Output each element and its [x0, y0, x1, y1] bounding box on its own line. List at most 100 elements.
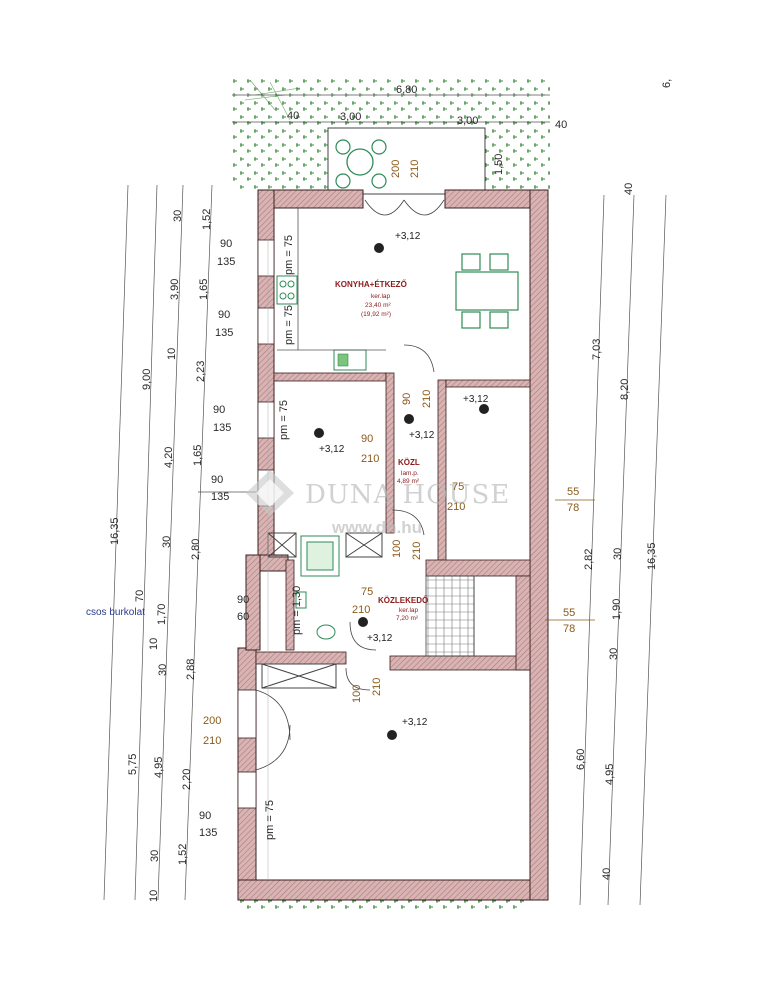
door-terrace-w: 200: [390, 160, 402, 178]
parapet-2: pm = 75: [283, 305, 295, 345]
dim-lo-c: 10: [148, 890, 160, 902]
w4-w: 90: [211, 474, 223, 486]
kitchen-name: KONYHA+ÉTKEZŐ: [335, 280, 407, 289]
level-markers: [314, 243, 489, 740]
level-corridor: +3,12: [367, 633, 393, 644]
door-right2-w: 55: [563, 607, 575, 619]
dim-lm-b: 3,90: [169, 279, 181, 300]
dim-rm-b: 8,20: [619, 379, 631, 400]
dim-li-d: 1,65: [192, 445, 204, 466]
door-living-h: 210: [371, 678, 383, 696]
w6-h: 135: [199, 827, 217, 839]
dim-top-wall-r: 40: [555, 119, 567, 131]
dim-ri-c: 6,60: [575, 749, 587, 770]
w1-w: 90: [220, 238, 232, 250]
door-left-w: 200: [203, 715, 221, 727]
door-terrace-h: 210: [409, 160, 421, 178]
dim-terrace: 1,50: [493, 154, 505, 175]
right-dims: 16,35 6, 40 8,20 30 1,90 30 4,95 40 7,03…: [575, 79, 673, 880]
door-hr2-w: 75: [452, 481, 464, 493]
level-texts: +3,12 +3,12 +3,12 +3,12 +3,12 +3,12: [319, 231, 489, 728]
hall-area: 4,89 m²: [397, 478, 420, 485]
kitchen-area-net: (19,92 m²): [361, 311, 391, 318]
door-hb-h: 210: [411, 542, 423, 560]
door-room1-w: 90: [361, 433, 373, 445]
dim-rm-c: 30: [612, 548, 624, 560]
dim-ro-total: 16,35: [646, 542, 658, 570]
door-right1-h: 78: [567, 502, 579, 514]
parapet-labels: pm = 75 pm = 75 pm = 75 pm = 1,30 pm = 7…: [264, 235, 303, 840]
dim-lo-b: 5,75: [127, 754, 139, 775]
corridor-floor: ker.lap: [399, 607, 419, 614]
room-labels: KONYHA+ÉTKEZŐ ker.lap 23,40 m² (19,92 m²…: [335, 280, 428, 622]
door-kh-h: 210: [421, 390, 433, 408]
level-hall: +3,12: [409, 430, 435, 441]
staircase: [425, 575, 475, 657]
dim-li-h: 1,52: [177, 844, 189, 865]
dim-lm-g: 10: [148, 638, 160, 650]
dim-li-g: 2,20: [181, 769, 193, 790]
parapet-1: pm = 75: [283, 235, 295, 275]
dim-top-total: 6,80: [396, 84, 417, 96]
door-kh-w: 90: [401, 393, 413, 405]
dimension-lines: [103, 94, 667, 906]
dim-lm-e: 30: [161, 536, 173, 548]
dim-top-a: 3,00: [340, 111, 361, 123]
dim-lm-j: 30: [149, 850, 161, 862]
top-dimensions: 6,80 3,00 3,00 40 40 1,50: [287, 84, 567, 175]
watermark-brand: DUNA HOUSE: [305, 480, 510, 510]
level-kitchen: +3,12: [395, 231, 421, 242]
w3-w: 90: [213, 404, 225, 416]
dim-lm-d: 4,20: [163, 447, 175, 468]
door-hr2-h: 210: [447, 501, 465, 513]
w2-w: 90: [218, 309, 230, 321]
door-labels: 200 210 90 210 90 210 75 210 100 210 75 …: [351, 160, 465, 703]
dim-rm-f: 4,95: [604, 764, 616, 785]
dim-lm-c: 10: [166, 348, 178, 360]
hall-floor: lam.p.: [401, 470, 419, 477]
dim-li-b: 1,65: [198, 279, 210, 300]
dim-rm-a: 40: [623, 183, 635, 195]
w5-w: 90: [237, 594, 249, 606]
w1-h: 135: [217, 256, 235, 268]
door-room1-h: 210: [361, 453, 379, 465]
dim-li-e: 2,80: [190, 539, 202, 560]
window-dims: 90 135 90 135 90 135 90 135 90 60 90 135…: [199, 238, 579, 839]
dim-li-f: 2,88: [185, 659, 197, 680]
level-living: +3,12: [402, 717, 428, 728]
dim-lm-h: 30: [157, 664, 169, 676]
side-label: csos burkolat: [86, 607, 145, 618]
inner-walls: [255, 372, 531, 671]
hall-name: KÖZL: [398, 458, 420, 467]
level-room1: +3,12: [319, 444, 345, 455]
terrace: [327, 127, 486, 195]
corridor-name: KÖZLEKEDŐ: [378, 596, 428, 605]
parapet-5: pm = 75: [264, 800, 276, 840]
dim-lm-a: 30: [172, 210, 184, 222]
door-right2-h: 78: [563, 623, 575, 635]
dining-table: [455, 253, 519, 329]
bathroom-fixtures: [261, 532, 383, 689]
door-hb-w: 100: [391, 540, 403, 558]
left-outer-dims: 16,35 9,00 5,75 10 70: [109, 369, 160, 902]
dim-ri-b: 2,82: [583, 549, 595, 570]
dim-ri-a: 7,03: [591, 339, 603, 360]
dim-rm-e: 30: [608, 648, 620, 660]
door-swings: [255, 199, 445, 771]
dim-li-c: 2,23: [195, 361, 207, 382]
left-inner-dims: 1,52 1,65 2,23 1,65 2,80 2,88 2,20 1,52: [177, 209, 213, 865]
kitchen-fixtures: [276, 208, 386, 371]
left-mid-dims: 30 3,90 10 4,20 30 1,70 10 30 4,95 30: [148, 210, 184, 862]
door-left-h: 210: [203, 735, 221, 747]
parapet-4: pm = 1,30: [291, 586, 303, 635]
kitchen-area: 23,40 m²: [365, 302, 391, 309]
watermark-url: www.dh.hu: [331, 518, 422, 537]
dim-lo-total: 16,35: [109, 517, 121, 545]
dim-ro-a: 6,: [661, 79, 673, 88]
level-room2: +3,12: [463, 394, 489, 405]
w2-h: 135: [215, 327, 233, 339]
w6-w: 90: [199, 810, 211, 822]
door-wc-w: 75: [361, 586, 373, 598]
corridor-area: 7,20 m²: [396, 615, 419, 622]
